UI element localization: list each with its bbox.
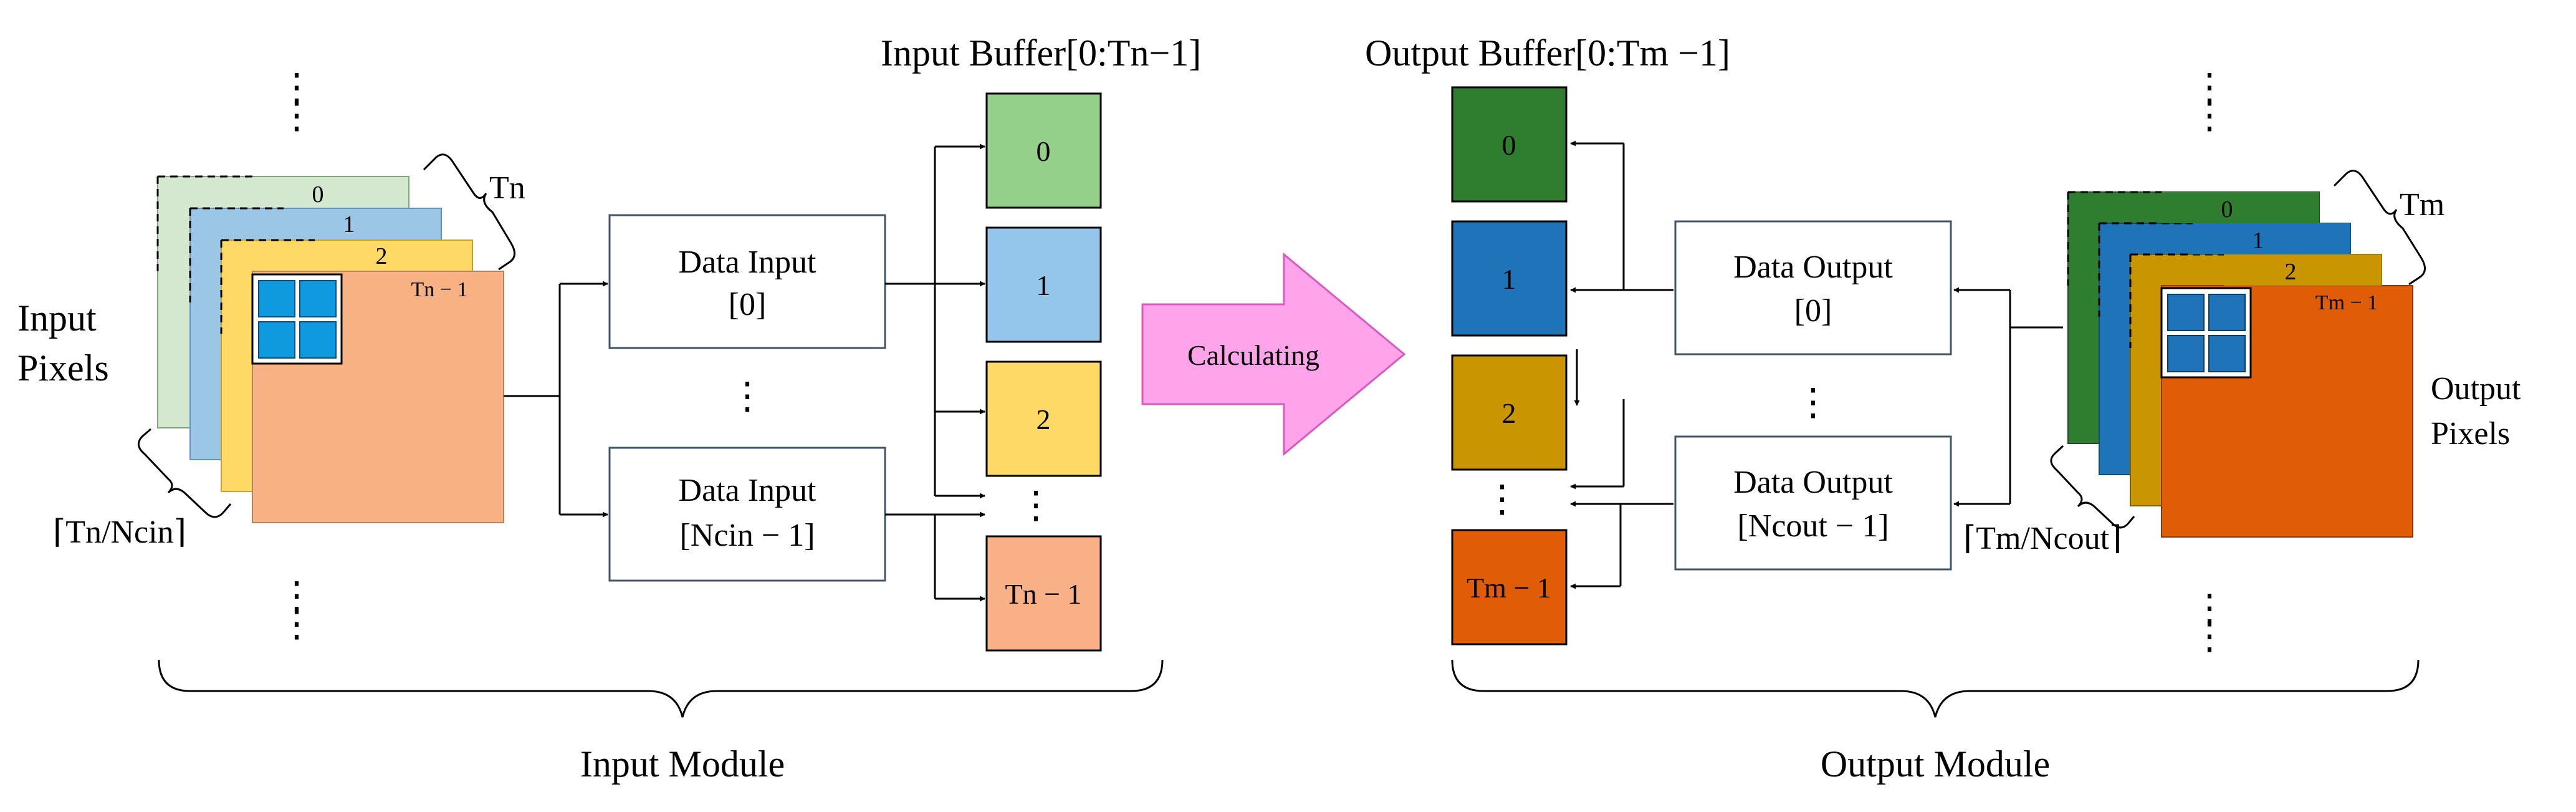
input-buffer-cell-2-label: 2 xyxy=(1037,404,1051,435)
output-module-brace xyxy=(1451,659,2420,718)
output-kernel-tile xyxy=(2160,287,2252,379)
data-input-last-box xyxy=(608,447,886,582)
output-pixels-label-line1: Output xyxy=(2431,371,2521,407)
input-buffer-dots: ⋮ xyxy=(1017,485,1055,526)
output-buffer-cell-2-label: 2 xyxy=(1502,397,1516,429)
output-stack-dots-top: ⋮ xyxy=(2191,67,2228,108)
input-layer-label-last: Tn − 1 xyxy=(411,278,468,301)
input-kernel-tile xyxy=(251,273,343,365)
input-buffer-cell-1-label: 1 xyxy=(1037,269,1051,301)
calculating-arrow: Calculating xyxy=(1141,252,1406,457)
data-output-last-line1: Data Output xyxy=(1733,465,1893,500)
input-layer-label-2: 2 xyxy=(376,243,388,269)
input-pixel-stack: 0 1 2 Tn − 1 xyxy=(156,175,504,523)
input-stack-connector xyxy=(504,284,561,515)
data-output-between-dots: ⋮ xyxy=(1794,382,1832,423)
calculating-label: Calculating xyxy=(1187,339,1319,371)
output-buffer-title: Output Buffer[0:Tm −1] xyxy=(1365,32,1730,74)
output-buffer-cell-2 xyxy=(1451,354,1568,471)
input-route-first xyxy=(885,147,936,496)
output-stack-dots-bottom-2: ⋮ xyxy=(2191,616,2228,657)
input-buffer-cell-last xyxy=(985,535,1102,652)
output-brace-bottom xyxy=(2050,445,2135,529)
input-buffer-cell-1 xyxy=(985,226,1102,343)
data-input-first-line1: Data Input xyxy=(679,244,816,280)
data-input-last-line1: Data Input xyxy=(679,473,816,508)
output-stack-dots-top-2: ⋮ xyxy=(2191,95,2228,136)
input-brace-bottom-label: ⌈Tn/Ncin⌉ xyxy=(53,515,186,550)
input-layer-label-0: 0 xyxy=(312,181,324,208)
output-layer-0-dash xyxy=(2067,191,2162,286)
input-module: ⋮ ⋮ ⋮ ⋮ 0 1 2 Tn − 1 xyxy=(17,32,1201,785)
data-input-first-box xyxy=(608,214,886,349)
output-buffer-dots: ⋮ xyxy=(1483,478,1521,520)
output-pixel-stack: 0 1 2 Tm − 1 xyxy=(2067,191,2413,538)
output-layer-label-2: 2 xyxy=(2285,259,2297,285)
output-brace-top xyxy=(2333,170,2426,286)
output-buffer-cell-last xyxy=(1451,529,1568,645)
input-brace-top xyxy=(423,153,515,271)
output-module-label: Output Module xyxy=(1821,743,2050,785)
data-input-between-dots: ⋮ xyxy=(729,375,766,417)
input-pixels-label-line1: Input xyxy=(17,297,97,339)
input-pixels-label-line2: Pixels xyxy=(17,347,109,389)
data-output-first-line1: Data Output xyxy=(1733,249,1893,285)
output-stack-dots-bottom: ⋮ xyxy=(2191,587,2228,629)
input-buffer-cell-0-label: 0 xyxy=(1037,135,1051,167)
data-output-last-line2: [Ncout − 1] xyxy=(1737,508,1889,544)
output-layer-label-1: 1 xyxy=(2253,228,2264,254)
input-stack-dots-top-2: ⋮ xyxy=(278,95,315,136)
input-brace-bottom xyxy=(137,428,232,518)
output-buffer-cell-0-label: 0 xyxy=(1502,129,1516,161)
input-layer-0-dash xyxy=(156,175,252,271)
input-stack-dots-top: ⋮ xyxy=(278,67,315,108)
output-pixels-label-line2: Pixels xyxy=(2431,416,2510,452)
data-output-last-box xyxy=(1674,435,1952,571)
input-stack-dots-bottom: ⋮ xyxy=(278,575,315,616)
output-layer-label-last: Tm − 1 xyxy=(2315,291,2378,314)
output-brace-top-label: Tm xyxy=(2400,187,2444,223)
output-module: Output Buffer[0:Tm −1] 0 1 2 ⋮ Tm − 1 Da… xyxy=(1365,32,2521,785)
output-buffer-cell-1 xyxy=(1451,220,1568,337)
data-input-first-line2: [0] xyxy=(729,287,767,322)
output-buffer-cell-0 xyxy=(1451,86,1568,203)
output-buffer-cell-last-label: Tm − 1 xyxy=(1467,572,1551,604)
output-buffer-cell-1-label: 1 xyxy=(1502,263,1516,295)
data-input-last-line2: [Ncin − 1] xyxy=(679,518,815,553)
input-layer-last xyxy=(252,271,504,523)
output-route-first xyxy=(1622,143,1673,291)
output-brace-bottom-label: ⌈Tm/Ncout⌉ xyxy=(1963,521,2122,556)
input-module-label: Input Module xyxy=(580,743,785,785)
input-buffer-cell-2 xyxy=(985,360,1102,477)
input-layer-1-dash xyxy=(189,207,284,302)
input-stack-dots-bottom-2: ⋮ xyxy=(278,603,315,644)
output-stack-connector xyxy=(2009,290,2063,504)
input-brace-top-label: Tn xyxy=(489,170,525,206)
input-buffer-cell-last-label: Tn − 1 xyxy=(1005,578,1081,610)
output-route-last xyxy=(1619,503,1673,586)
input-layer-2-dash xyxy=(220,239,315,334)
input-buffer-title: Input Buffer[0:Tn−1] xyxy=(881,32,1201,74)
input-layer-label-1: 1 xyxy=(343,211,355,238)
output-layer-label-0: 0 xyxy=(2221,196,2233,223)
input-module-brace xyxy=(158,659,1164,718)
data-output-first-box xyxy=(1674,220,1952,355)
input-buffer-cell-0 xyxy=(985,92,1102,209)
data-output-first-line2: [0] xyxy=(1794,293,1832,329)
